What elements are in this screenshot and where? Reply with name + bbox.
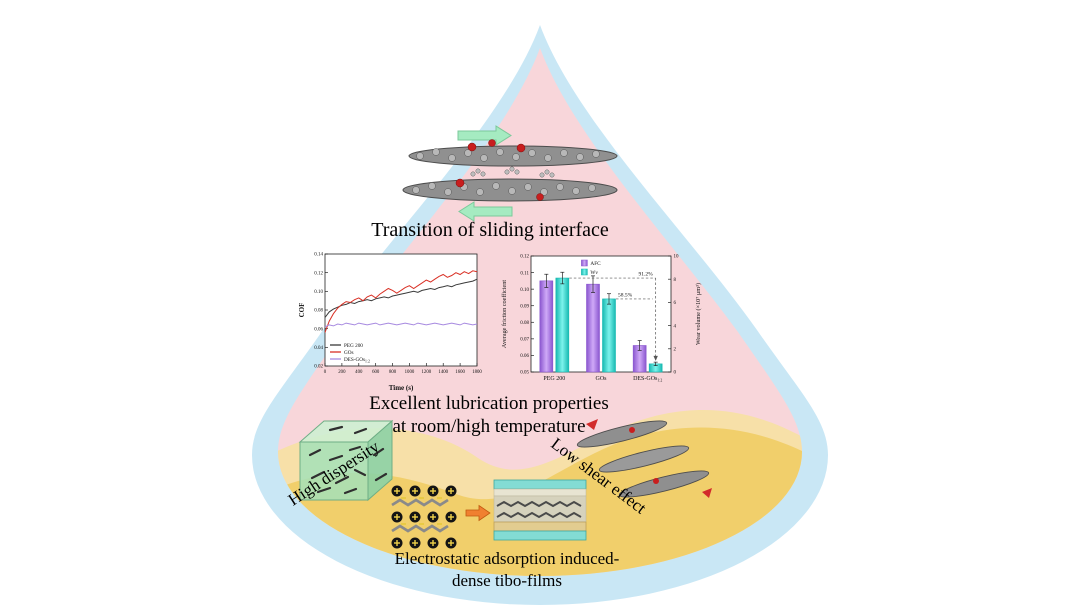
svg-text:58.5%: 58.5% bbox=[618, 292, 633, 298]
svg-text:0.14: 0.14 bbox=[314, 253, 323, 258]
svg-text:0.10: 0.10 bbox=[314, 290, 323, 295]
svg-text:1400: 1400 bbox=[438, 370, 448, 375]
shear-arrow-icon bbox=[702, 488, 712, 498]
electrostatic-caption-line2: dense tibo-films bbox=[451, 571, 562, 590]
svg-text:200: 200 bbox=[338, 370, 346, 375]
svg-text:2: 2 bbox=[674, 348, 677, 353]
interlayer-molecules-icon bbox=[470, 166, 555, 178]
svg-text:0.12: 0.12 bbox=[520, 255, 529, 260]
svg-text:AFC: AFC bbox=[590, 261, 601, 267]
svg-text:1200: 1200 bbox=[422, 370, 432, 375]
transform-arrow-icon bbox=[465, 504, 491, 522]
svg-text:1600: 1600 bbox=[455, 370, 465, 375]
svg-text:400: 400 bbox=[355, 370, 363, 375]
electrostatic-caption-line1: Electrostatic adsorption induced- bbox=[394, 549, 620, 568]
transition-caption: Transition of sliding interface bbox=[371, 219, 609, 241]
svg-text:0.08: 0.08 bbox=[520, 321, 529, 326]
svg-text:0.08: 0.08 bbox=[314, 309, 323, 314]
svg-text:Wear volume (×10⁷ μm³): Wear volume (×10⁷ μm³) bbox=[695, 283, 702, 345]
tribofilm-stack-icon bbox=[493, 479, 587, 541]
svg-text:DES-GOs1:2: DES-GOs1:2 bbox=[633, 376, 662, 382]
svg-text:0.11: 0.11 bbox=[520, 271, 529, 276]
svg-text:1000: 1000 bbox=[405, 370, 415, 375]
svg-text:0.04: 0.04 bbox=[314, 346, 323, 351]
shear-arrow-icon bbox=[586, 419, 598, 430]
slide-arrow-left-icon bbox=[458, 201, 513, 222]
svg-text:4: 4 bbox=[674, 324, 677, 329]
positive-charge-icon bbox=[391, 485, 457, 549]
negative-sheet-icon bbox=[391, 497, 449, 533]
svg-text:10: 10 bbox=[674, 255, 680, 260]
svg-text:8: 8 bbox=[674, 278, 677, 283]
svg-text:91.2%: 91.2% bbox=[638, 272, 653, 278]
oxygen-atoms-icon bbox=[467, 139, 526, 153]
svg-text:0.07: 0.07 bbox=[520, 338, 529, 343]
graphene-sheets-icon bbox=[402, 139, 618, 202]
dispersed-sheets-icon bbox=[308, 425, 388, 495]
svg-text:600: 600 bbox=[372, 370, 380, 375]
svg-text:0.06: 0.06 bbox=[520, 354, 529, 359]
svg-text:GOs: GOs bbox=[595, 376, 607, 382]
svg-text:Wv: Wv bbox=[590, 270, 598, 276]
svg-text:PEG 200: PEG 200 bbox=[543, 376, 565, 382]
svg-text:COF: COF bbox=[298, 303, 306, 318]
svg-text:800: 800 bbox=[389, 370, 397, 375]
svg-text:0.09: 0.09 bbox=[520, 304, 529, 309]
svg-text:6: 6 bbox=[674, 301, 677, 306]
sheared-sheets-icon bbox=[576, 419, 712, 498]
electrostatic-schematic-icon bbox=[391, 485, 457, 549]
svg-text:0.06: 0.06 bbox=[314, 327, 323, 332]
svg-text:0: 0 bbox=[324, 370, 327, 375]
lubrication-caption-line2: at room/high temperature bbox=[392, 416, 586, 437]
svg-text:Average friction coefficient: Average friction coefficient bbox=[501, 280, 508, 348]
svg-text:DES-GOs1:2: DES-GOs1:2 bbox=[344, 357, 370, 363]
lubrication-caption-line1: Excellent lubrication properties bbox=[369, 393, 609, 414]
svg-text:0.02: 0.02 bbox=[314, 365, 323, 370]
svg-text:GOs: GOs bbox=[344, 350, 354, 356]
slide-arrow-right-icon bbox=[457, 125, 512, 146]
dispersion-cube-icon bbox=[298, 419, 394, 502]
svg-text:1800: 1800 bbox=[472, 370, 482, 375]
svg-text:0.10: 0.10 bbox=[520, 288, 529, 293]
svg-text:0.12: 0.12 bbox=[314, 271, 323, 276]
svg-text:0: 0 bbox=[674, 371, 677, 376]
svg-text:0.05: 0.05 bbox=[520, 371, 529, 376]
svg-text:Time (s): Time (s) bbox=[389, 384, 414, 392]
cof-line-chart: 0.02 0.04 0.06 0.08 0.10 0.12 0.14 0 200 400 600 80… bbox=[295, 246, 485, 403]
svg-text:PEG 200: PEG 200 bbox=[344, 343, 363, 349]
